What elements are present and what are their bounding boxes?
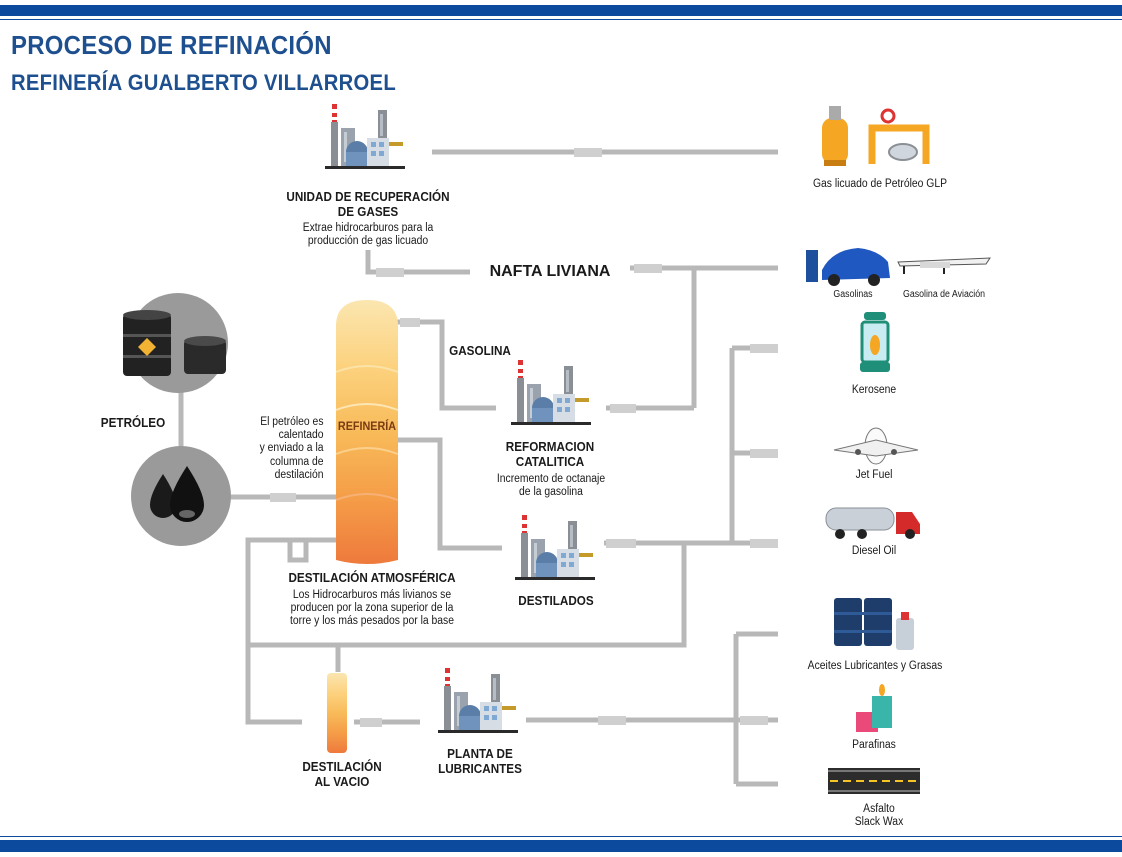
top-rule <box>0 19 1122 20</box>
product-parafinas-label: Parafinas <box>852 739 896 751</box>
page-subtitle: REFINERÍA GUALBERTO VILLARROEL <box>11 70 396 95</box>
catalytic-reformer-plant-icon <box>511 360 591 425</box>
atmospheric-title: DESTILACIÓN ATMOSFÉRICA <box>288 570 456 585</box>
atmospheric-desc-line1: Los Hidrocarburos más livianos se <box>292 589 452 601</box>
product-gasolinas-label: Gasolinas <box>833 289 873 300</box>
car-icon <box>806 248 890 286</box>
candles-icon <box>856 684 892 732</box>
gas-unit-desc: Extrae hidrocarburos para la producción … <box>280 222 456 248</box>
gasolina-label: GASOLINA <box>449 343 511 358</box>
reformer-desc-line1: Incremento de octanaje <box>496 473 606 485</box>
pipe-collars <box>270 148 778 727</box>
bottom-rule <box>0 836 1122 837</box>
product-jet-fuel-label: Jet Fuel <box>855 469 893 481</box>
plane-small-icon <box>897 257 991 274</box>
product-asfalto-line2: Slack Wax <box>854 816 904 829</box>
gas-recovery-plant-icon <box>325 104 405 169</box>
feed-note-line4: columna de <box>269 455 324 468</box>
product-diesel-label: Diesel Oil <box>851 545 897 557</box>
lubricants-plant-title-line1: PLANTA DE <box>447 746 513 761</box>
tanker-truck-icon <box>825 507 920 539</box>
gas-unit-desc-line2: producción de gas licuado <box>307 235 429 248</box>
lubricants-plant-title: PLANTA DE LUBRICANTES <box>431 746 528 777</box>
product-asfalto-line1: Asfalto <box>863 803 895 815</box>
oil-drops-icon <box>131 446 231 546</box>
top-band <box>0 5 1122 16</box>
bottom-band <box>0 840 1122 852</box>
distillates-plant-icon <box>515 515 595 580</box>
gas-unit-title: UNIDAD DE RECUPERACIÓN DE GASES <box>280 189 456 220</box>
gas-unit-title-line1: UNIDAD DE RECUPERACIÓN <box>286 189 450 204</box>
product-aviacion-label: Gasolina de Aviación <box>902 289 986 300</box>
reformer-title: REFORMACION CATALITICA <box>496 439 604 470</box>
feed-note-line2: calentado <box>278 429 324 442</box>
nafta-label: NAFTA LIVIANA <box>489 263 611 280</box>
vacuum-column <box>327 673 347 753</box>
destilados-label: DESTILADOS <box>518 593 594 608</box>
atmospheric-desc-line2: producen por la zona superior de la <box>290 602 454 615</box>
page-title: PROCESO DE REFINACIÓN <box>11 30 332 60</box>
petroleo-label: PETRÓLEO <box>100 415 166 430</box>
product-asfalto-label: Asfalto Slack Wax <box>839 803 920 829</box>
reformer-title-line2: CATALITICA <box>515 453 585 469</box>
atmospheric-desc-line3: torre y los más pesados por la base <box>290 615 454 628</box>
lantern-icon <box>860 312 890 372</box>
jet-icon <box>833 427 919 465</box>
atmospheric-desc: Los Hidrocarburos más livianos se produc… <box>273 589 471 629</box>
oil-barrels-icon <box>123 293 228 393</box>
vacuum-title-line1: DESTILACIÓN <box>302 759 382 774</box>
vacuum-title: DESTILACIÓN AL VACIO <box>295 759 389 790</box>
vacuum-title-line2: AL VACIO <box>314 773 370 789</box>
gas-unit-desc-line1: Extrae hidrocarburos para la <box>302 222 434 234</box>
lubricant-barrels-icon <box>834 598 914 650</box>
feed-note-line1: El petróleo es <box>260 416 324 428</box>
gas-valve-icon <box>868 108 930 164</box>
lubricants-plant-title-line2: LUBRICANTES <box>438 760 522 776</box>
feed-note-line3: y enviado a la <box>259 442 324 455</box>
reformer-desc: Incremento de octanaje de la gasolina <box>491 473 612 499</box>
reformer-desc-line2: de la gasolina <box>519 486 583 499</box>
column-label: REFINERÍA <box>337 419 397 433</box>
gas-unit-title-line2: DE GASES <box>337 203 399 219</box>
feed-note-line5: destilación <box>274 468 324 481</box>
road-icon <box>828 768 920 794</box>
reformer-title-line1: REFORMACION <box>505 439 595 454</box>
distillation-column <box>335 300 399 564</box>
product-kerosene-label: Kerosene <box>851 384 897 396</box>
product-glp-label: Gas licuado de Petróleo GLP <box>812 178 948 190</box>
feed-note: El petróleo es calentado y enviado a la … <box>243 416 324 482</box>
gas-cylinder-icon <box>822 106 848 166</box>
product-aceites-label: Aceites Lubricantes y Grasas <box>807 660 943 672</box>
lubricants-plant-icon <box>438 668 518 733</box>
